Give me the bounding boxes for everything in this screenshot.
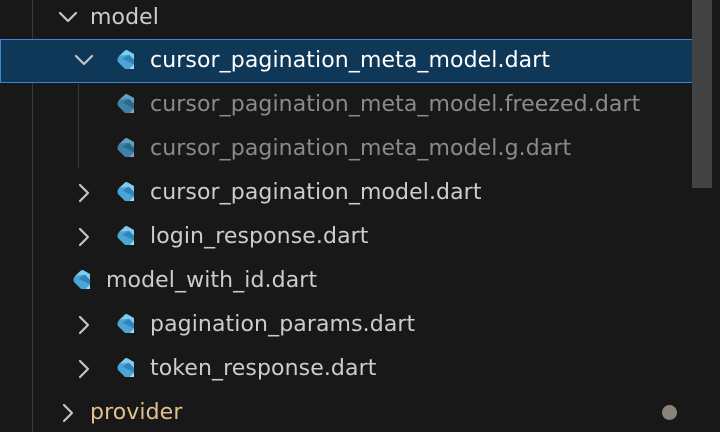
folder-row-provider[interactable]: provider <box>0 391 712 432</box>
file-row-cursor-pagination-meta-model-g[interactable]: cursor_pagination_meta_model.g.dart <box>0 127 712 171</box>
dart-file-icon <box>114 357 138 381</box>
chevron-down-icon[interactable] <box>56 0 80 40</box>
file-row-login-response[interactable]: login_response.dart <box>0 215 712 259</box>
dart-file-icon <box>114 93 138 117</box>
file-row-model-with-id[interactable]: model_with_id.dart <box>0 259 712 303</box>
file-row-pagination-params[interactable]: pagination_params.dart <box>0 303 712 347</box>
file-row-cursor-pagination-meta-model-freezed[interactable]: cursor_pagination_meta_model.freezed.dar… <box>0 83 712 127</box>
file-row-cursor-pagination-meta-model[interactable]: cursor_pagination_meta_model.dart <box>0 39 712 83</box>
chevron-right-icon[interactable] <box>72 171 96 215</box>
file-label: cursor_pagination_model.dart <box>150 180 482 205</box>
file-row-cursor-pagination-model[interactable]: cursor_pagination_model.dart <box>0 171 712 215</box>
chevron-right-icon[interactable] <box>72 303 96 347</box>
scrollbar-thumb[interactable] <box>692 0 712 188</box>
dart-file-icon <box>114 49 138 73</box>
dart-file-icon <box>70 269 94 293</box>
file-label: login_response.dart <box>150 224 369 249</box>
dart-file-icon <box>114 225 138 249</box>
modified-indicator-dot <box>662 405 677 420</box>
indent-guide <box>32 0 33 432</box>
file-label: cursor_pagination_meta_model.g.dart <box>150 136 572 161</box>
chevron-right-icon[interactable] <box>56 391 80 432</box>
file-label: token_response.dart <box>150 356 377 381</box>
indent-guide <box>78 84 79 168</box>
dart-file-icon <box>114 137 138 161</box>
chevron-right-icon[interactable] <box>72 215 96 259</box>
file-row-token-response[interactable]: token_response.dart <box>0 347 712 391</box>
file-label: model_with_id.dart <box>106 268 318 293</box>
dart-file-icon <box>114 313 138 337</box>
chevron-down-icon[interactable] <box>72 39 96 83</box>
dart-file-icon <box>114 181 138 205</box>
file-label: cursor_pagination_meta_model.freezed.dar… <box>150 92 641 117</box>
folder-row-model[interactable]: model <box>0 0 712 40</box>
folder-label-model: model <box>90 5 160 30</box>
file-label: pagination_params.dart <box>150 312 416 337</box>
file-label: cursor_pagination_meta_model.dart <box>150 48 551 73</box>
folder-label-provider: provider <box>90 400 183 425</box>
chevron-right-icon[interactable] <box>72 347 96 391</box>
